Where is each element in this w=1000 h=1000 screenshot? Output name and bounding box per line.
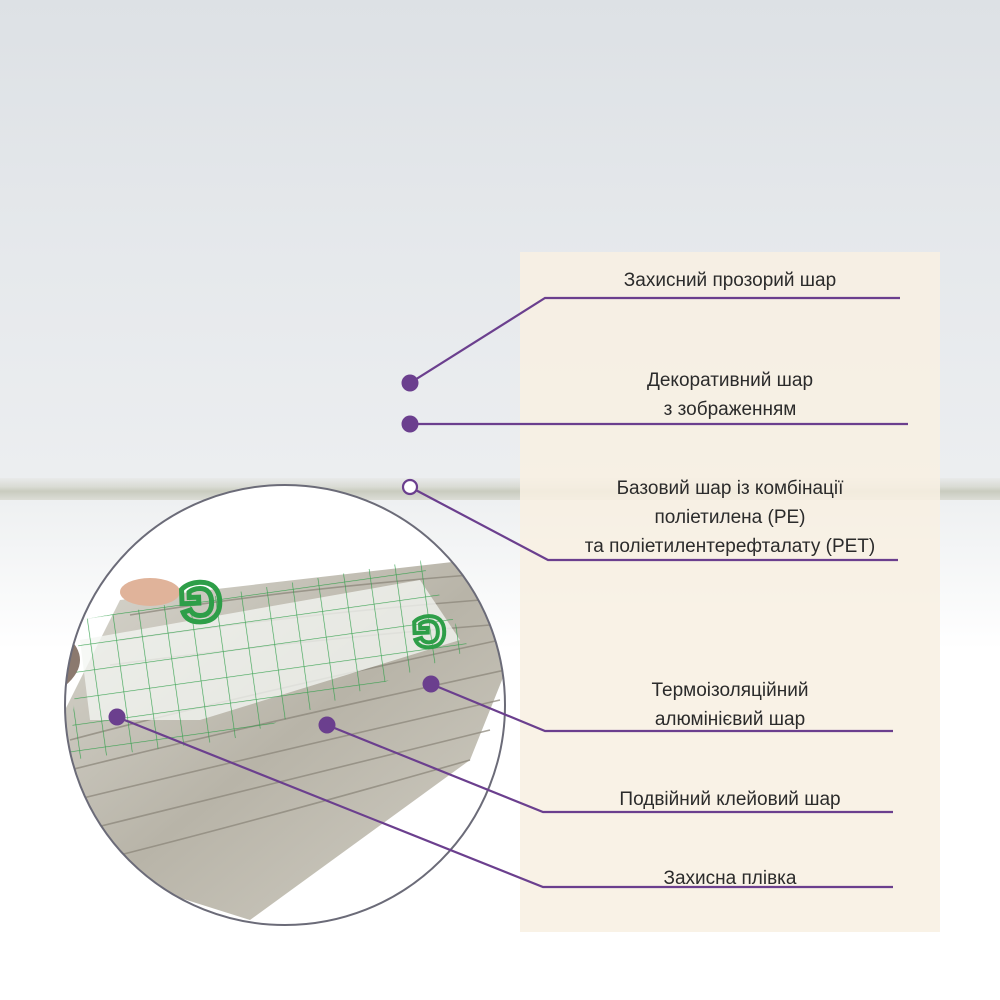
leader-line-protective-film [116, 715, 893, 889]
label-thermal-aluminium: Термоізоляційний алюмінієвий шар [651, 680, 809, 730]
zoom-detail: G G [64, 484, 506, 926]
finger [120, 578, 180, 606]
label-decorative: Декоративний шар з зображенням [646, 370, 814, 420]
leader-dot-double-adhesive [318, 716, 336, 734]
leader-line-protective-clear [409, 296, 900, 384]
leader-dot-decorative [401, 415, 419, 433]
leader-dot-protective-film [108, 708, 126, 726]
label-protective-clear: Захисний прозорий шар [623, 270, 837, 291]
leader-line-base [409, 486, 898, 562]
mesh-symbol-1: G [177, 570, 223, 634]
leader-dot-protective-clear [401, 374, 419, 392]
label-double-adhesive: Подвійний клейовий шар [619, 789, 841, 810]
label-base: Базовий шар із комбінації поліетилена (P… [584, 478, 876, 557]
label-box [520, 252, 940, 932]
mesh-symbol-2: G [411, 606, 447, 656]
leader-dot-thermal-aluminium [422, 675, 440, 693]
leader-lines [108, 296, 908, 889]
zoom-circle-outline [64, 484, 506, 926]
leader-line-double-adhesive [326, 723, 893, 814]
label-protective-film: Захисна плівка [663, 868, 797, 889]
leader-line-thermal-aluminium [430, 682, 893, 733]
leader-dot-base [401, 478, 419, 496]
adhesive-mesh [70, 560, 470, 760]
